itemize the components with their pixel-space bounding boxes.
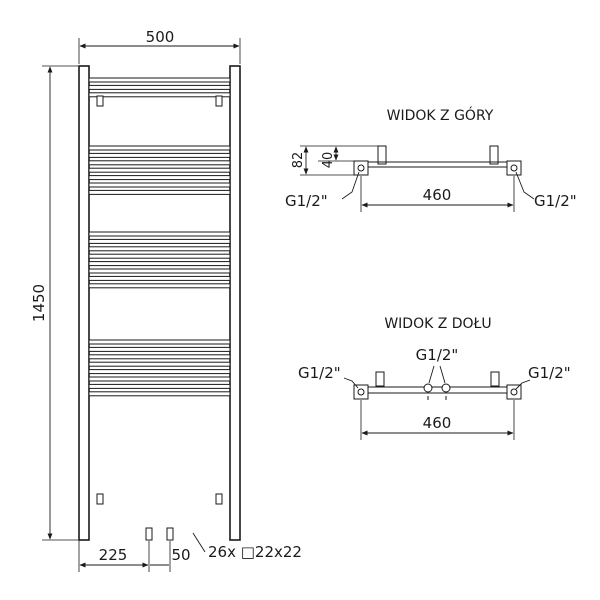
horizontal-tube [88, 261, 231, 267]
bracket-bottom-left [96, 493, 104, 505]
horizontal-tube [88, 283, 231, 289]
horizontal-tube [88, 361, 231, 367]
horizontal-tube [88, 84, 231, 90]
horizontal-tube [88, 268, 231, 274]
dim-width-label: 500 [146, 28, 175, 46]
top-dim-460-label: 460 [423, 186, 452, 204]
top-view: WIDOK Z GÓRY 82 40 460 G1/2" G1/2" [285, 106, 577, 212]
horizontal-tube [88, 346, 231, 352]
horizontal-tube [88, 175, 231, 181]
horizontal-tube [88, 275, 231, 281]
horizontal-tube [88, 354, 231, 360]
horizontal-tube [88, 369, 231, 375]
bottom-dim-460-label: 460 [423, 414, 452, 432]
bottom-bracket-left [375, 371, 385, 387]
horizontal-tube [88, 253, 231, 259]
dim-225-label: 225 [99, 546, 128, 564]
top-thread-left: G1/2" [285, 192, 328, 210]
dim-40-label: 40 [321, 152, 336, 169]
top-bracket-right [489, 145, 499, 165]
horizontal-tube [88, 92, 231, 98]
bottom-cap-left [353, 384, 369, 400]
horizontal-tube [88, 376, 231, 382]
horizontal-tube [88, 160, 231, 166]
bottom-thread-left: G1/2" [298, 364, 341, 382]
horizontal-tube [88, 383, 231, 389]
top-thread-right: G1/2" [534, 192, 577, 210]
bracket-top-left [96, 95, 104, 107]
horizontal-tube [88, 152, 231, 158]
dim-82-label: 82 [291, 152, 306, 169]
top-view-title: WIDOK Z GÓRY [387, 106, 494, 124]
top-bracket-left [377, 145, 387, 165]
horizontal-tube [88, 246, 231, 252]
horizontal-tube [88, 189, 231, 195]
horizontal-tube [88, 145, 231, 151]
bracket-top-right [215, 95, 223, 107]
bottom-cap-right [506, 384, 522, 400]
horizontal-tube [88, 77, 231, 83]
inlet-stub [145, 527, 153, 541]
horizontal-tube [88, 231, 231, 237]
horizontal-tube [88, 339, 231, 345]
top-cap-right [506, 160, 522, 176]
bottom-thread-center: G1/2" [416, 346, 459, 364]
left-side-pipe [78, 65, 90, 541]
bottom-view-title: WIDOK Z DOŁU [384, 316, 491, 332]
bottom-bracket-right [490, 371, 500, 387]
right-side-pipe [229, 65, 241, 541]
bottom-view: WIDOK Z DOŁU G1/2" G1/2" G1/2" 460 [298, 316, 571, 440]
bottom-outlet [441, 383, 451, 393]
front-view: 500 1450 225 50 26x □22x22 [30, 28, 302, 572]
tubes-label: 26x □22x22 [208, 543, 302, 561]
horizontal-tube [88, 182, 231, 188]
horizontal-tube [88, 238, 231, 244]
bracket-bottom-right [215, 493, 223, 505]
outlet-stub [166, 527, 174, 541]
tubes-leader [192, 532, 206, 553]
bottom-inlet [423, 383, 433, 393]
horizontal-tube [88, 167, 231, 173]
dim-50-label: 50 [171, 546, 190, 564]
dim-height-label: 1450 [30, 284, 48, 322]
horizontal-tubes [88, 77, 231, 397]
top-cap-left [353, 160, 369, 176]
bottom-thread-right: G1/2" [528, 364, 571, 382]
horizontal-tube [88, 391, 231, 397]
